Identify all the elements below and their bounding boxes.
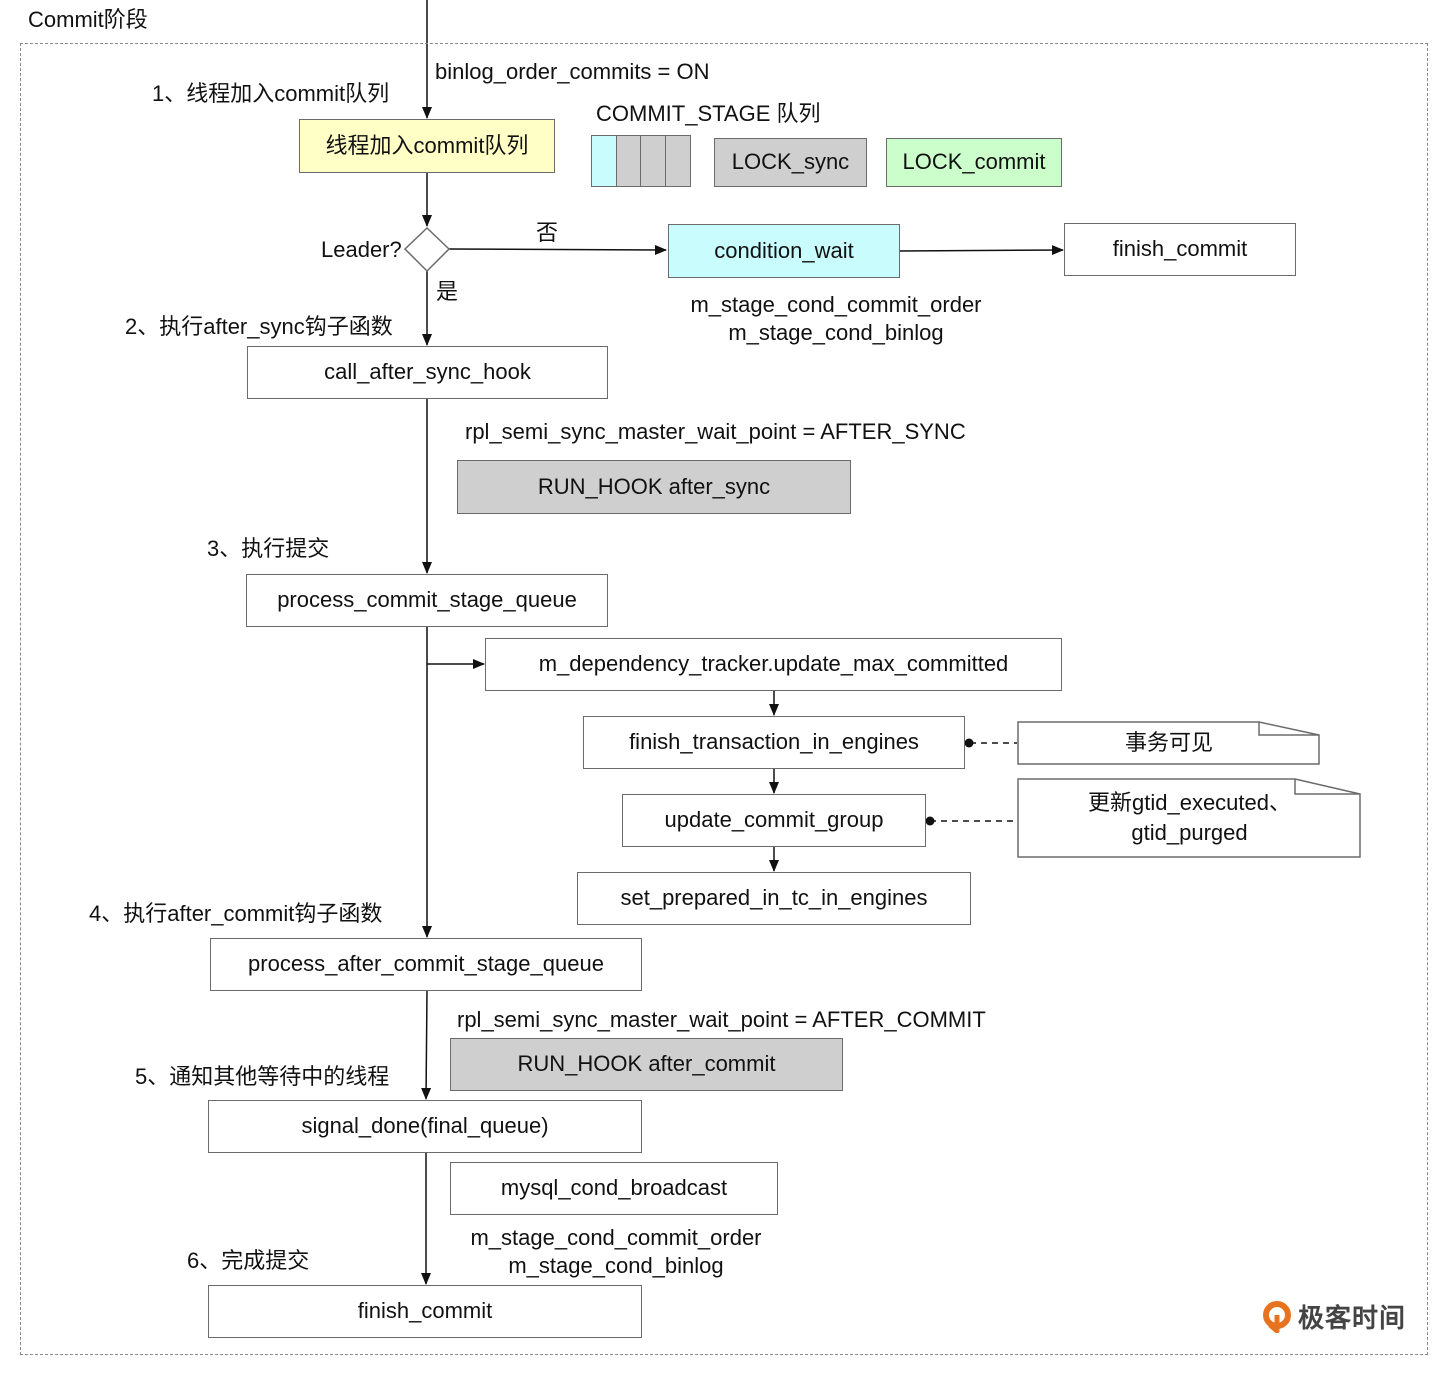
wait-cond-vars: m_stage_cond_commit_order m_stage_cond_b… xyxy=(676,291,996,347)
run-hook-after-sync-label: RUN_HOOK after_sync xyxy=(537,473,771,499)
note-transaction-visible-text: 事务可见 xyxy=(1124,730,1213,756)
commit-stage-queue xyxy=(591,135,691,187)
queue-cell xyxy=(640,135,666,187)
note-gtid-update: 更新gtid_executed、 gtid_purged xyxy=(1017,778,1362,858)
commit-stage-frame xyxy=(20,43,1428,1355)
note-anchor-visible xyxy=(964,738,974,748)
note-gtid-text: 更新gtid_executed、 gtid_purged xyxy=(1017,778,1362,858)
geektime-logo-text: 极客时间 xyxy=(1298,1303,1407,1333)
cond-var-binlog: m_stage_cond_binlog xyxy=(508,1253,724,1278)
note-shape xyxy=(1017,721,1320,765)
lock-sync-label: LOCK_sync xyxy=(731,149,850,175)
step-2-label: 2、执行after_sync钩子函数 xyxy=(125,314,393,339)
signal-done-label: signal_done(final_queue) xyxy=(301,1113,549,1139)
decision-label: Leader? xyxy=(321,237,402,262)
queue-label: COMMIT_STAGE 队列 xyxy=(596,101,821,126)
finish-commit-node[interactable]: finish_commit xyxy=(208,1285,642,1338)
run-hook-after-sync-node[interactable]: RUN_HOOK after_sync xyxy=(457,460,851,514)
process-commit-stage-queue-label: process_commit_stage_queue xyxy=(277,587,577,613)
decision-diamond xyxy=(403,226,451,273)
geektime-logo: 极客时间 xyxy=(1262,1298,1406,1335)
step-5-label: 5、通知其他等待中的线程 xyxy=(135,1064,390,1089)
edge-after-to-signal xyxy=(421,990,432,1100)
cond-var-binlog: m_stage_cond_binlog xyxy=(728,320,944,345)
lock-sync[interactable]: LOCK_sync xyxy=(714,138,867,187)
lock-commit-label: LOCK_commit xyxy=(902,149,1046,175)
step-6-label: 6、完成提交 xyxy=(187,1248,310,1273)
step-3-label: 3、执行提交 xyxy=(207,536,330,561)
queue-cell-active xyxy=(591,135,617,187)
note-transaction-visible: 事务可见 xyxy=(1017,721,1321,765)
broadcast-cond-vars: m_stage_cond_commit_order m_stage_cond_b… xyxy=(456,1224,776,1280)
update-max-committed-node[interactable]: m_dependency_tracker.update_max_committe… xyxy=(485,638,1062,691)
run-hook-after-commit-node[interactable]: RUN_HOOK after_commit xyxy=(450,1038,843,1091)
stage-title: Commit阶段 xyxy=(28,7,148,32)
step-1-label: 1、线程加入commit队列 xyxy=(152,81,390,106)
call-after-sync-hook-node[interactable]: call_after_sync_hook xyxy=(247,346,608,399)
finish-commit-label: finish_commit xyxy=(357,1298,493,1324)
no-branch-label: 否 xyxy=(536,220,559,245)
note-anchor-gtid xyxy=(925,816,935,826)
queue-cell xyxy=(664,135,691,187)
cond-var-commit-order: m_stage_cond_commit_order xyxy=(690,292,982,317)
after-commit-wait-point: rpl_semi_sync_master_wait_point = AFTER_… xyxy=(457,1007,986,1032)
finish-commit-follower-label: finish_commit xyxy=(1112,236,1248,262)
update-max-committed-label: m_dependency_tracker.update_max_committe… xyxy=(538,651,1009,677)
after-sync-wait-point: rpl_semi_sync_master_wait_point = AFTER_… xyxy=(465,419,966,444)
mysql-cond-broadcast-node[interactable]: mysql_cond_broadcast xyxy=(450,1162,778,1215)
enqueue-node[interactable]: 线程加入commit队列 xyxy=(299,119,555,173)
process-after-commit-stage-queue-node[interactable]: process_after_commit_stage_queue xyxy=(210,938,642,991)
note-gtid-line-1: 更新gtid_executed、 xyxy=(1088,790,1291,816)
geektime-logo-icon xyxy=(1263,1300,1291,1333)
edge-no xyxy=(448,244,667,255)
call-after-sync-hook-label: call_after_sync_hook xyxy=(324,359,531,385)
condition-wait-node[interactable]: condition_wait xyxy=(668,224,900,278)
condition-wait-label: condition_wait xyxy=(714,237,854,263)
set-prepared-in-tc-node[interactable]: set_prepared_in_tc_in_engines xyxy=(577,872,971,925)
set-prepared-in-tc-label: set_prepared_in_tc_in_engines xyxy=(620,885,928,911)
finish-commit-follower-node[interactable]: finish_commit xyxy=(1064,223,1296,276)
mysql-cond-broadcast-label: mysql_cond_broadcast xyxy=(500,1175,728,1201)
update-commit-group-label: update_commit_group xyxy=(664,807,884,833)
binlog-order-commits-label: binlog_order_commits = ON xyxy=(435,59,710,84)
edge-wait-to-finish xyxy=(898,245,1064,256)
queue-cell xyxy=(615,135,642,187)
process-after-commit-stage-queue-label: process_after_commit_stage_queue xyxy=(248,951,604,977)
enqueue-node-label: 线程加入commit队列 xyxy=(325,132,529,158)
finish-transaction-in-engines-node[interactable]: finish_transaction_in_engines xyxy=(583,716,965,769)
process-commit-stage-queue-node[interactable]: process_commit_stage_queue xyxy=(246,574,608,627)
update-commit-group-node[interactable]: update_commit_group xyxy=(622,794,926,847)
run-hook-after-commit-label: RUN_HOOK after_commit xyxy=(517,1051,776,1077)
cond-var-commit-order: m_stage_cond_commit_order xyxy=(470,1225,762,1250)
step-4-label: 4、执行after_commit钩子函数 xyxy=(89,901,383,926)
yes-branch-label: 是 xyxy=(436,279,459,304)
finish-transaction-in-engines-label: finish_transaction_in_engines xyxy=(629,729,919,755)
note-gtid-line-2: gtid_purged xyxy=(1131,820,1248,845)
signal-done-node[interactable]: signal_done(final_queue) xyxy=(208,1100,642,1153)
note-shape xyxy=(1017,778,1361,858)
lock-commit[interactable]: LOCK_commit xyxy=(886,138,1062,187)
